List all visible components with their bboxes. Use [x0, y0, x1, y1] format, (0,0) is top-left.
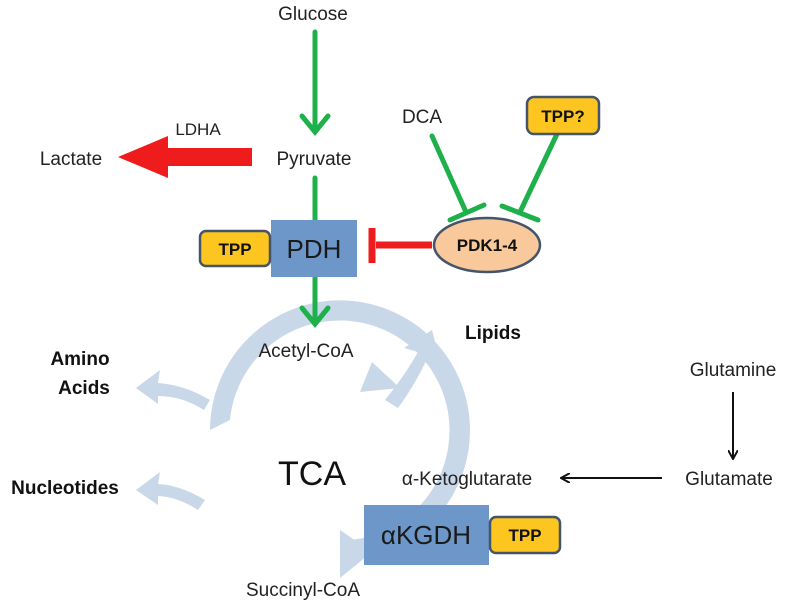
red-arrows	[118, 136, 432, 263]
amino-acids-label-line2: Acids	[58, 378, 110, 399]
succinyl-coa-label: Succinyl-CoA	[246, 580, 360, 601]
acetyl-coa-label: Acetyl-CoA	[258, 341, 353, 362]
black-arrows	[562, 392, 733, 478]
tpp-akgdh-badge	[488, 515, 562, 555]
pyruvate-label: Pyruvate	[277, 149, 352, 170]
lipids-label: Lipids	[465, 323, 521, 344]
nucleotides-label: Nucleotides	[11, 478, 119, 499]
glucose-to-pyruvate-arrowhead	[299, 113, 331, 136]
tpp-question-inhibition-bar	[499, 203, 541, 223]
nucleotides-branch-arrow	[136, 472, 205, 510]
tca-cycle-arrowhead	[340, 530, 372, 578]
amino-acids-branch-arrow	[136, 370, 210, 410]
pdk-label: PDK1-4	[457, 236, 518, 255]
tpp-question-label: TPP?	[541, 107, 584, 126]
tpp-pdh-badge	[198, 229, 272, 268]
tca-cycle-arrowhead-top	[360, 362, 400, 392]
glutamine-label: Glutamine	[690, 360, 777, 381]
pdh-to-acetylcoa-arrowhead	[299, 305, 331, 328]
dca-label: DCA	[402, 107, 442, 128]
akgdh-box	[364, 505, 489, 565]
ldha-label: LDHA	[175, 120, 221, 139]
tpp-question-badge	[525, 95, 601, 136]
green-arrows	[299, 29, 560, 328]
lactate-label: Lactate	[40, 149, 102, 170]
lipids-branch-arrow	[385, 330, 440, 408]
pdh-box	[271, 220, 357, 277]
tpp-pdh-label: TPP	[218, 240, 251, 259]
tca-label: TCA	[278, 455, 346, 493]
dca-inhibition-bar	[447, 202, 487, 223]
glucose-label: Glucose	[278, 4, 348, 25]
akgdh-label: αKGDH	[381, 520, 471, 550]
dca-inhibition-line	[429, 133, 469, 215]
amino-acids-label-line1: Amino	[50, 349, 109, 370]
glutamate-label: Glutamate	[685, 469, 773, 490]
pdk-ellipse	[432, 216, 542, 274]
tpp-question-inhibition-line	[517, 131, 560, 215]
pyruvate-to-lactate-arrow	[118, 136, 252, 178]
akg-label: α-Ketoglutarate	[402, 469, 532, 490]
tpp-akgdh-label: TPP	[508, 526, 541, 545]
pdh-label: PDH	[287, 234, 342, 264]
tca-cycle	[136, 300, 470, 578]
